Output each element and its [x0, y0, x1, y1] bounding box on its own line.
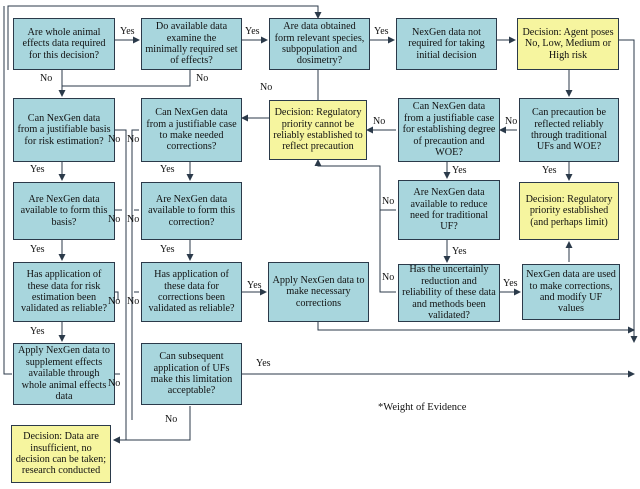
- arrow-b20-top: [3, 6, 12, 375]
- box-available-data-minimal-effects: Do available data examine the minimally …: [141, 18, 242, 70]
- box-precaution-traditional-ufs: Can precaution be reflected reliably thr…: [519, 98, 619, 162]
- decision-priority-established: Decision: Regulatory priority establishe…: [519, 182, 619, 240]
- arrow-b1-b3-top: [7, 5, 322, 70]
- label-yes: Yes: [542, 165, 557, 176]
- label-yes: Yes: [160, 244, 175, 255]
- arrow-b5-right: [619, 39, 638, 343]
- label-no: No: [108, 134, 121, 145]
- box-nexgen-corrections-uf: NexGen data are used to make corrections…: [522, 264, 620, 320]
- box-nexgen-not-required: NexGen data not required for taking init…: [396, 18, 497, 70]
- label-yes: Yes: [452, 165, 467, 176]
- box-risk-estimation-validated: Has application of these data for risk e…: [13, 262, 115, 322]
- box-subsequent-ufs-acceptable: Can subsequent application of UFs make t…: [141, 343, 242, 405]
- box-apply-nexgen-supplement: Apply NexGen data to supplement effects …: [13, 343, 115, 405]
- label-no: No: [196, 73, 209, 84]
- label-yes: Yes: [160, 164, 175, 175]
- label-yes: Yes: [503, 278, 518, 289]
- label-yes: Yes: [245, 26, 260, 37]
- label-yes: Yes: [30, 326, 45, 337]
- label-yes: Yes: [256, 358, 271, 369]
- label-yes: Yes: [374, 26, 389, 37]
- label-no: No: [127, 296, 140, 307]
- arrow-b6-no: [113, 129, 127, 444]
- label-no: No: [127, 134, 140, 145]
- label-no: No: [382, 272, 395, 283]
- box-uncertainty-reduction-validated: Has the uncertainly reduction and reliab…: [398, 264, 500, 322]
- box-nexgen-available-correction: Are NexGen data available to form this c…: [141, 182, 242, 240]
- label-yes: Yes: [452, 246, 467, 257]
- label-yes: Yes: [120, 26, 135, 37]
- arrow-b17-right: [317, 322, 635, 334]
- label-no: No: [382, 196, 395, 207]
- footnote-weight-of-evidence: *Weight of Evidence: [378, 402, 467, 413]
- label-yes: Yes: [30, 164, 45, 175]
- label-no: No: [108, 296, 121, 307]
- box-nexgen-available-basis: Are NexGen data available to form this b…: [13, 182, 115, 240]
- box-nexgen-basis-risk-estimation: Can NexGen data from a justifiable basis…: [13, 98, 115, 162]
- label-no: No: [40, 73, 53, 84]
- label-yes: Yes: [30, 244, 45, 255]
- box-nexgen-case-corrections: Can NexGen data from a justifiable case …: [141, 98, 242, 162]
- label-no: No: [260, 82, 273, 93]
- label-no: No: [127, 214, 140, 225]
- label-no: No: [165, 414, 178, 425]
- box-nexgen-reduce-uf: Are NexGen data available to reduce need…: [398, 180, 500, 240]
- label-no: No: [108, 378, 121, 389]
- box-whole-animal-data-required: Are whole animal effects data required f…: [13, 18, 115, 70]
- decision-data-insufficient: Decision: Data are insufficient, no deci…: [11, 425, 111, 483]
- box-corrections-validated: Has application of these data for correc…: [141, 262, 242, 322]
- box-apply-nexgen-corrections: Apply NexGen data to make necessary corr…: [268, 262, 369, 322]
- label-no: No: [108, 214, 121, 225]
- box-nexgen-precaution-woe: Can NexGen data from a justifiable case …: [398, 98, 500, 162]
- label-no: No: [373, 116, 386, 127]
- label-yes: Yes: [247, 280, 262, 291]
- box-relevant-species-dosimetry: Are data obtained form relevant species,…: [269, 18, 370, 70]
- arrow-b18-b8: [379, 210, 396, 293]
- arrow-b13-b8: [314, 159, 396, 211]
- arrow-b2-b6: [62, 70, 191, 87]
- label-no: No: [505, 116, 518, 127]
- decision-priority-not-established: Decision: Regulatory priority cannot be …: [269, 100, 367, 160]
- arrow-b7-no: [131, 129, 139, 420]
- arrow-b15-no: [115, 291, 119, 300]
- arrow-b21-no: [113, 406, 191, 444]
- decision-agent-risk: Decision: Agent poses No, Low, Medium or…: [517, 18, 619, 70]
